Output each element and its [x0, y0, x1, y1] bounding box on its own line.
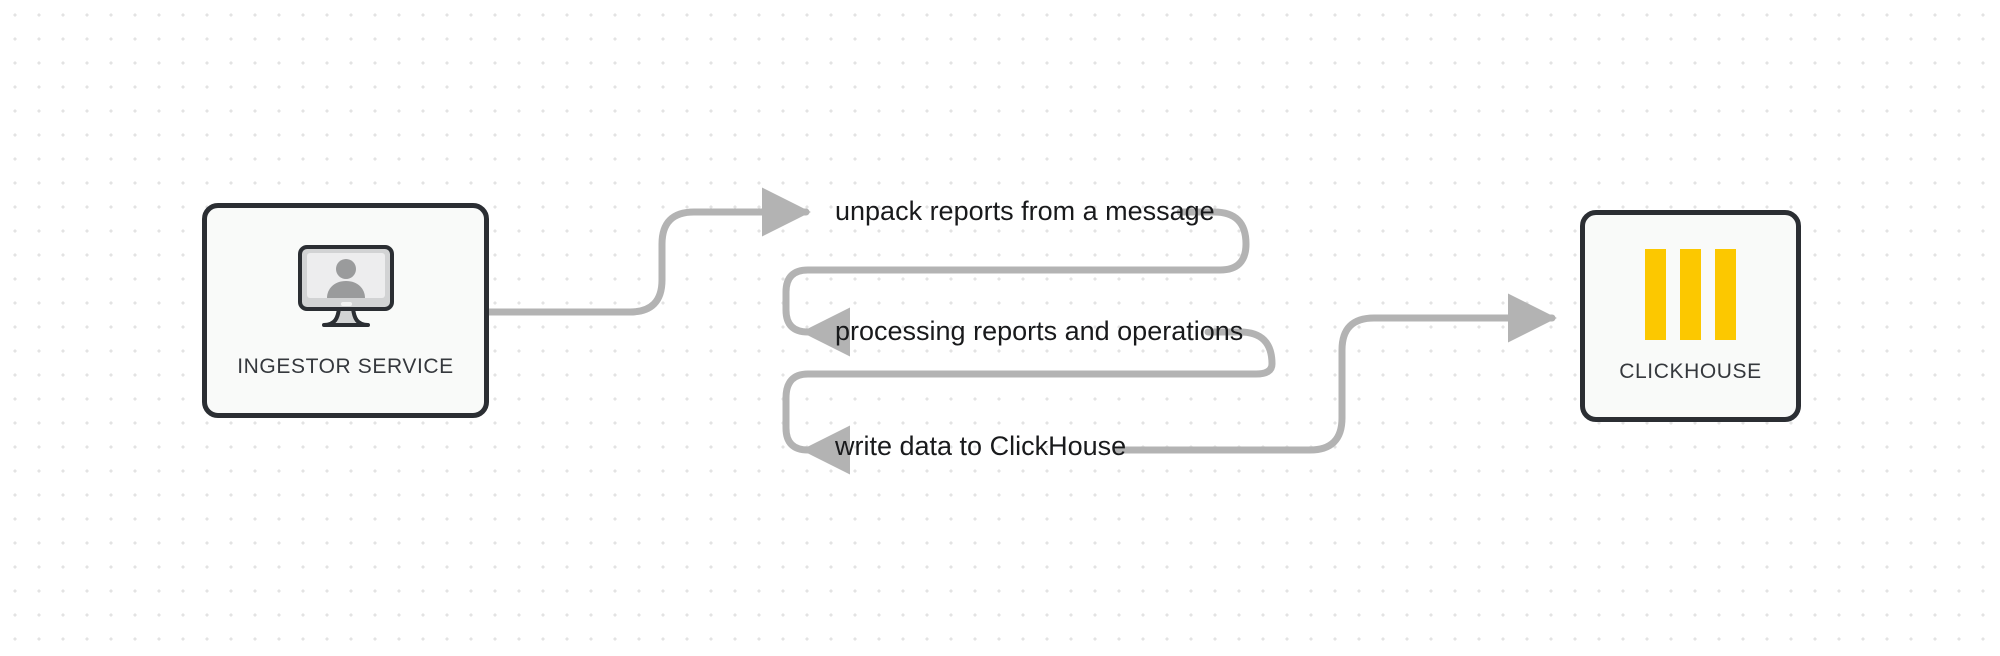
monitor-user-icon: [294, 242, 398, 339]
node-ingestor-service-label: INGESTOR SERVICE: [237, 355, 454, 378]
edge-label-write: write data to ClickHouse: [835, 431, 1127, 461]
edge-label-unpack: unpack reports from a message: [835, 196, 1215, 226]
node-ingestor-service[interactable]: INGESTOR SERVICE: [202, 203, 489, 418]
clickhouse-bar-3: [1715, 248, 1736, 340]
node-clickhouse-label: CLICKHOUSE: [1619, 359, 1762, 383]
clickhouse-bar-2: [1680, 248, 1701, 340]
edge-label-processing: processing reports and operations: [835, 316, 1244, 346]
edge-ingestor-to-unpack: [485, 187, 811, 316]
clickhouse-bar-1: [1645, 248, 1666, 340]
edge-unpack-to-processing: [782, 208, 1250, 357]
clickhouse-bars-icon: [1645, 248, 1736, 340]
node-clickhouse[interactable]: CLICKHOUSE: [1580, 210, 1801, 422]
